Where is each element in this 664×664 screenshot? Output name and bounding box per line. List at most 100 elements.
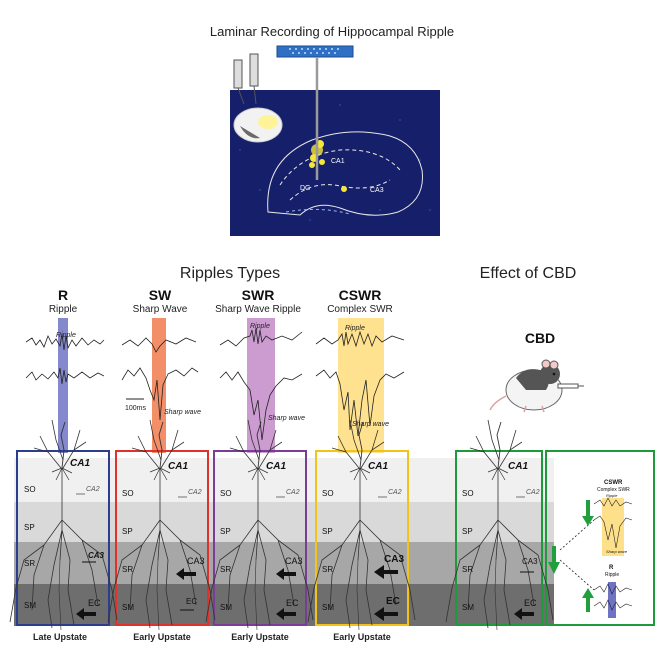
ripple-swr-name: Sharp Wave Ripple — [215, 304, 301, 315]
panel-r-sm: SM — [24, 601, 36, 610]
trace-cswr-tag2: Sharp wave — [352, 421, 389, 428]
mini-ripple-tag: Ripple — [606, 493, 618, 498]
panel-cswr-so: SO — [322, 489, 334, 498]
stage-swr: Early Upstate — [231, 632, 289, 642]
ripple-sw-band — [152, 318, 166, 453]
green-arrow-down-top — [582, 500, 594, 526]
hist-ca1-label: CA1 — [331, 158, 345, 165]
panel-cbd-ca1: CA1 — [508, 461, 528, 472]
trace-cswr-top — [315, 330, 405, 348]
mini-cswr-trace-bottom — [593, 515, 633, 549]
trace-r-bottom — [25, 367, 105, 385]
trace-swr-tag: Ripple — [250, 323, 270, 330]
panel-cbd-effect-frame — [545, 450, 655, 626]
brain-illustration — [233, 107, 283, 143]
stage-r: Late Upstate — [32, 632, 87, 642]
panel-swr-ca3-arrow — [276, 568, 296, 580]
ripple-sw-name: Sharp Wave — [132, 304, 188, 315]
layer-sp-band — [14, 502, 554, 542]
panel-cbd-ec: EC — [524, 598, 537, 608]
panel-sw-ca2: CA2 — [188, 489, 202, 496]
layer-so-band — [14, 458, 554, 502]
panel-r-ec: EC — [88, 598, 101, 608]
hist-dg-label: DG — [300, 185, 311, 192]
panel-sw-ec: EC — [186, 597, 197, 606]
panel-swr-sr: SR — [220, 565, 231, 574]
mini-dotted-arrow-down — [559, 559, 595, 591]
trace-cswr-bottom — [315, 369, 405, 437]
ripple-cswr-name: Complex SWR — [327, 304, 393, 315]
probe-head — [276, 45, 354, 58]
panel-r-ca1: CA1 — [70, 458, 90, 469]
panel-swr-ca3: CA3 — [285, 556, 303, 566]
panel-swr-sp: SP — [220, 527, 231, 536]
stage-cswr: Early Upstate — [333, 632, 391, 642]
panel-cbd-ca3: CA3 — [522, 557, 538, 566]
panel-swr-ec-arrow — [276, 608, 296, 620]
trace-r-top — [25, 333, 105, 351]
panel-cswr-ca1: CA1 — [368, 461, 388, 472]
panel-cbd-ca2: CA2 — [526, 489, 540, 496]
green-arrow-up-bottom — [582, 588, 594, 612]
panel-cswr-ec: EC — [386, 596, 400, 607]
manipulator-icon — [233, 53, 259, 105]
scale-bar-label: 100ms — [125, 405, 147, 412]
histology-figure: CA1 DG CA3 — [230, 45, 440, 236]
effect-cbd-heading: Effect of CBD — [479, 265, 577, 282]
panel-sw-ca3-arrow — [176, 568, 196, 580]
panel-cswr-sp: SP — [322, 527, 333, 536]
panel-r-sp: SP — [24, 523, 35, 532]
mini-cswr-band — [602, 498, 624, 556]
trace-cswr-tag: Ripple — [345, 325, 365, 332]
panel-swr-ca1: CA1 — [266, 461, 286, 472]
syringe-icon — [557, 383, 579, 389]
cbd-label: CBD — [524, 330, 556, 346]
panel-sw-so: SO — [122, 489, 134, 498]
ripple-swr-code: SWR — [241, 287, 275, 303]
panel-r-ec-arrow — [76, 608, 96, 620]
mini-r-trace-bottom — [593, 599, 633, 611]
panel-cbd-sr: SR — [462, 565, 473, 574]
panel-swr-so: SO — [220, 489, 232, 498]
panel-cswr-ca2: CA2 — [388, 489, 402, 496]
trace-sw-tag: Sharp wave — [164, 409, 201, 416]
green-arrow-down-left — [548, 546, 560, 574]
panel-cswr-ca3-arrow — [374, 565, 398, 579]
panel-sw-sr: SR — [122, 565, 133, 574]
trace-swr-bottom — [219, 371, 303, 441]
trace-sw-bottom — [121, 367, 199, 421]
panel-r-frame — [16, 450, 110, 626]
trace-swr-tag2: Sharp wave — [268, 415, 305, 422]
panel-sw-ca1: CA1 — [168, 461, 188, 472]
panel-cswr-ca3: CA3 — [384, 554, 404, 565]
ripple-r-code: R — [57, 287, 69, 303]
panel-sw-ca3: CA3 — [187, 556, 205, 566]
ripple-cswr-band — [338, 318, 384, 453]
panel-cswr-sm: SM — [322, 603, 334, 612]
ripple-r-name: Ripple — [48, 304, 78, 315]
panel-cswr-sr: SR — [322, 565, 333, 574]
panel-cbd-so: SO — [462, 489, 474, 498]
panel-r-ca2: CA2 — [86, 486, 100, 493]
trace-sw-top — [121, 337, 197, 353]
panel-cbd-frame — [455, 450, 543, 626]
trace-r-tag: Ripple — [56, 332, 76, 339]
mini-r-band — [608, 582, 616, 618]
trace-swr-top — [219, 327, 303, 347]
hist-ca3-label: CA3 — [370, 187, 384, 194]
mini-cswr-code: CSWR — [604, 480, 623, 486]
mini-r-code: R — [609, 565, 614, 571]
mini-sharp-tag: Sharp wave — [606, 549, 628, 554]
panel-sw-sm: SM — [122, 603, 134, 612]
panel-swr-ec: EC — [286, 598, 299, 608]
panel-cbd-ec-arrow — [514, 608, 534, 620]
panel-swr-sm: SM — [220, 603, 232, 612]
panel-cbd-sp: SP — [462, 527, 473, 536]
ripple-types-heading: Ripples Types — [179, 265, 281, 282]
ripple-sw-code: SW — [148, 287, 172, 303]
panel-cswr-ec-arrow — [374, 607, 398, 621]
panel-r-so: SO — [24, 485, 36, 494]
mini-r-trace-top — [593, 583, 633, 595]
stage-sw: Early Upstate — [133, 632, 191, 642]
